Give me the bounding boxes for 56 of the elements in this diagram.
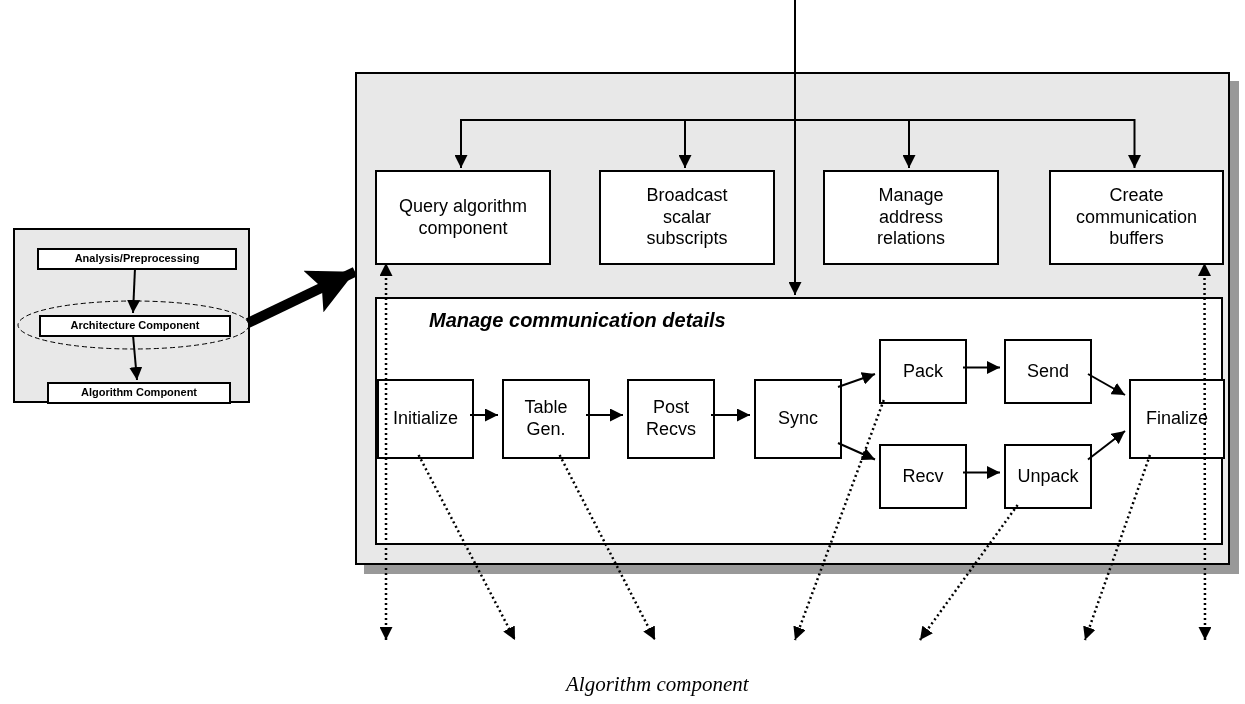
- box-label: Manage address relations: [875, 185, 946, 250]
- arrow: [127, 267, 141, 314]
- box-label: Recv: [902, 465, 944, 488]
- panel-background: [13, 228, 250, 403]
- arrow: [1087, 430, 1126, 461]
- process-box: [39, 315, 231, 337]
- process-box: [1049, 170, 1224, 265]
- box-label: Architecture Component: [70, 319, 200, 333]
- process-box: [1004, 339, 1092, 404]
- process-box: [823, 170, 999, 265]
- box-label: Analysis/Preprocessing: [74, 252, 200, 266]
- process-box: [754, 379, 842, 459]
- process-box: [879, 444, 967, 509]
- box-label: Broadcast scalar subscripts: [645, 185, 729, 250]
- box-label: Table Gen.: [523, 397, 569, 441]
- process-box: [879, 339, 967, 404]
- box-label: Sync: [778, 408, 818, 430]
- process-box: [599, 170, 775, 265]
- arrow: [129, 334, 143, 381]
- process-box: [37, 248, 237, 270]
- arrow: [837, 372, 876, 388]
- process-box: [377, 379, 474, 459]
- box-label: Initialize: [393, 408, 458, 430]
- arrow: [585, 408, 624, 422]
- dotted-arrow: [1198, 263, 1212, 640]
- process-box: [502, 379, 590, 459]
- dotted-arrow: [919, 504, 1019, 641]
- group-heading: Manage communication details: [429, 309, 726, 332]
- thick-arrow: [245, 267, 358, 328]
- dotted-arrow: [379, 263, 393, 640]
- group-box: [375, 297, 1223, 545]
- box-label: Create communication buffers: [1074, 185, 1199, 250]
- process-box: [47, 382, 231, 404]
- arrow: [837, 442, 876, 461]
- box-label: Send: [1026, 360, 1069, 383]
- arrow: [1087, 373, 1126, 396]
- process-box: [1004, 444, 1092, 509]
- box-label: Post Recvs: [645, 397, 697, 441]
- process-box: [375, 170, 551, 265]
- dotted-arrow: [417, 454, 517, 641]
- box-label: Algorithm Component: [80, 386, 198, 400]
- box-label: Pack: [903, 360, 943, 383]
- box-label: Unpack: [1017, 465, 1079, 488]
- dotted-arrow: [1083, 454, 1152, 641]
- process-box: [1129, 379, 1225, 459]
- arrow: [962, 466, 1001, 479]
- dashed-ellipse: [17, 300, 250, 350]
- caption-text: Algorithm component: [566, 672, 749, 697]
- arrow: [469, 408, 499, 422]
- arrow: [962, 361, 1001, 374]
- dotted-arrow: [793, 399, 885, 641]
- process-box: [627, 379, 715, 459]
- arrow: [710, 408, 751, 422]
- box-label: Query algorithm component: [398, 195, 528, 240]
- dotted-arrow: [558, 454, 657, 641]
- box-label: Finalize: [1146, 408, 1208, 430]
